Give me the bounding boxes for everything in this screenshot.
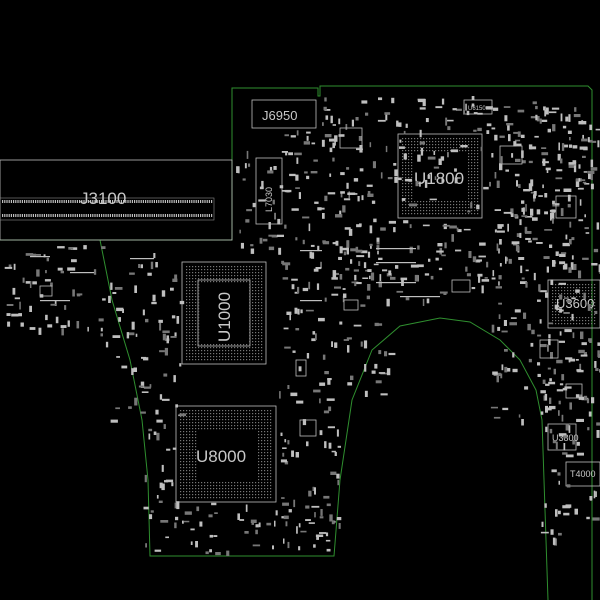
small-components <box>4 96 600 556</box>
l7030-label: L7030 <box>264 187 274 212</box>
u3600-chip <box>547 279 600 329</box>
board-outline <box>0 85 593 600</box>
t4000-chip <box>565 461 600 487</box>
j6950-label: J6950 <box>262 108 297 123</box>
u6150-label: U6150 <box>468 106 486 112</box>
u1800-chip <box>397 133 483 219</box>
u8000-chip <box>175 405 277 503</box>
u3800-chip <box>547 423 577 451</box>
u1000-chip <box>181 261 267 365</box>
u8000-label: U8000 <box>196 447 246 466</box>
j3100-connector <box>0 159 233 241</box>
t4000-label: T4000 <box>570 469 596 479</box>
board-outline-left <box>0 96 233 241</box>
u1000-label: U1000 <box>215 292 234 342</box>
u3600-label: U3600 <box>556 296 594 311</box>
j6950-connector <box>251 99 317 129</box>
j3100-label: J3100 <box>80 189 126 208</box>
